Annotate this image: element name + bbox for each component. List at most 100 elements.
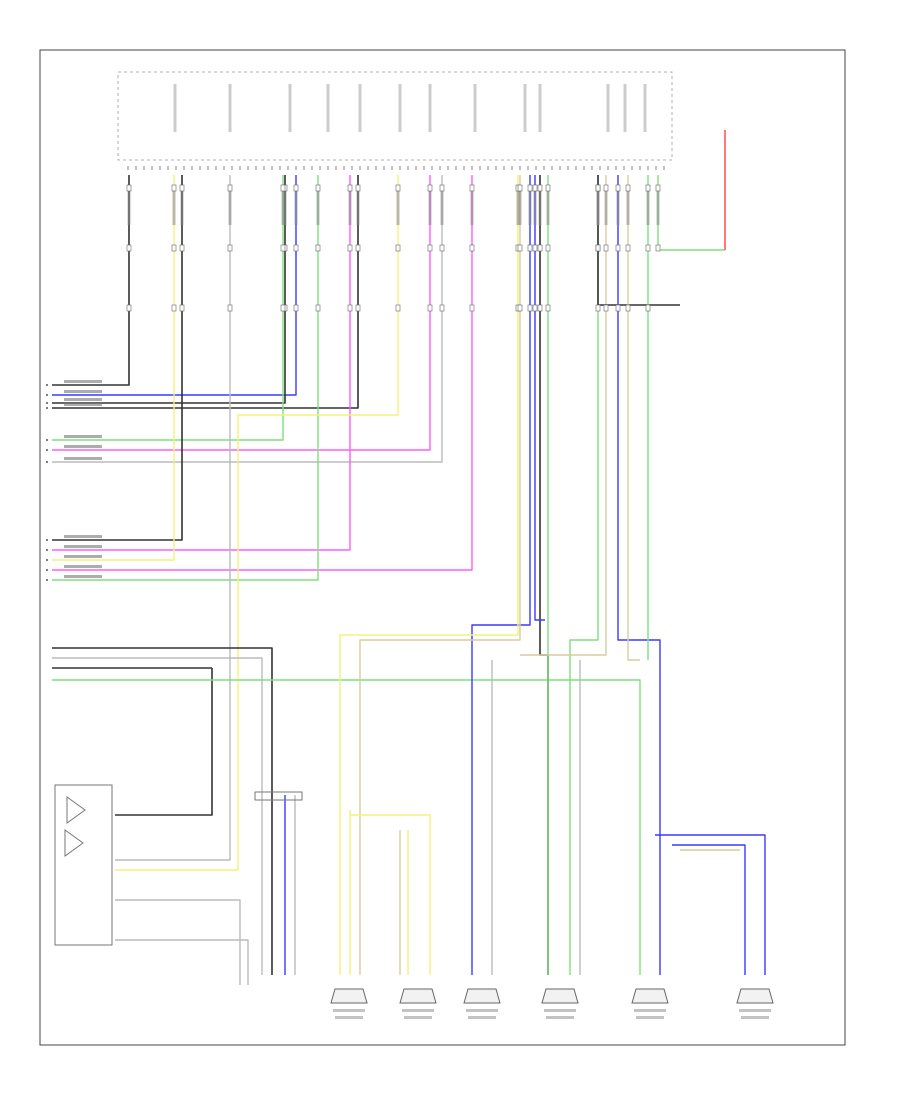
- inline-connector: [355, 184, 361, 192]
- wire-end-label-mark: [64, 380, 102, 383]
- inline-connector: [603, 304, 609, 312]
- inline-connector: [293, 304, 299, 312]
- speaker-label-mark: [335, 1016, 363, 1019]
- wire-black-4: [52, 175, 183, 541]
- inline-connector: [645, 304, 651, 312]
- inline-connector: [293, 184, 299, 192]
- pin-label-mark: [173, 84, 177, 132]
- wire-end-pin: [46, 394, 48, 396]
- wire-label-mark: [516, 185, 520, 225]
- wire-label-mark: [294, 185, 298, 225]
- wire-green-6: [657, 175, 725, 251]
- inline-connector: [545, 244, 551, 252]
- wire-blue-6: [655, 834, 766, 975]
- inline-connector: [347, 244, 353, 252]
- speaker-label-mark: [741, 1016, 769, 1019]
- speaker-label-mark: [544, 1009, 576, 1012]
- inline-connector: [439, 304, 445, 312]
- pin-label-mark: [428, 84, 432, 132]
- wire-end-label-mark: [64, 445, 102, 448]
- wire-label-mark: [646, 185, 650, 225]
- inline-connector: [625, 304, 631, 312]
- inline-connector: [179, 244, 185, 252]
- wire-end-label-mark: [64, 457, 102, 460]
- wire-end-pin: [46, 579, 48, 581]
- speaker-label-mark: [636, 1016, 664, 1019]
- speaker-1-icon: [330, 988, 368, 1004]
- inline-connector: [280, 244, 286, 252]
- inline-connector: [532, 184, 538, 192]
- inline-connector: [355, 244, 361, 252]
- inline-connector: [655, 184, 661, 192]
- wire-label-mark: [656, 185, 660, 225]
- wire-label-mark: [396, 185, 400, 225]
- speaker-label-mark: [404, 1016, 432, 1019]
- wire-end-label-mark: [64, 398, 102, 401]
- inline-connector: [527, 304, 533, 312]
- wire-label-mark: [596, 185, 600, 225]
- pin-label-mark: [473, 84, 477, 132]
- wire-tan-2: [520, 175, 607, 656]
- amplifier-triangle-icon: [64, 829, 84, 857]
- wire-label-mark: [533, 185, 537, 225]
- inline-connector: [595, 184, 601, 192]
- wire-blue-2: [471, 175, 531, 975]
- wire-label-mark: [283, 185, 287, 225]
- inline-connector: [645, 184, 651, 192]
- wire-end-pin: [46, 549, 48, 551]
- inline-connector: [537, 244, 543, 252]
- inline-connector: [517, 304, 523, 312]
- inline-connector: [347, 184, 353, 192]
- inline-connector: [126, 304, 132, 312]
- inline-connector: [179, 304, 185, 312]
- speaker-label-mark: [402, 1009, 434, 1012]
- inline-connector: [517, 244, 523, 252]
- wire-blue-3: [534, 175, 545, 621]
- speaker-label-mark: [468, 1016, 496, 1019]
- inline-connector: [595, 244, 601, 252]
- pin-label-mark: [398, 84, 402, 132]
- amplifier-triangle-icon: [66, 796, 86, 824]
- wire-grey-1: [52, 175, 443, 463]
- speaker-6-icon: [736, 988, 774, 1004]
- inline-connector: [171, 244, 177, 252]
- inline-connector: [545, 184, 551, 192]
- wire-end-pin: [46, 407, 48, 409]
- pin-label-mark: [288, 84, 292, 132]
- speaker-4-icon: [541, 988, 579, 1004]
- inline-connector: [537, 184, 543, 192]
- speaker-5-icon: [631, 988, 669, 1004]
- inline-connector: [179, 184, 185, 192]
- pin-label-mark: [606, 84, 610, 132]
- wire-end-label-mark: [64, 555, 102, 558]
- speaker-label-mark: [333, 1009, 365, 1012]
- inline-connector: [227, 184, 233, 192]
- inline-connector: [615, 304, 621, 312]
- inline-connector: [527, 244, 533, 252]
- inline-connector: [171, 304, 177, 312]
- wire-end-pin: [46, 461, 48, 463]
- wire-label-mark: [281, 185, 285, 225]
- wire-grey-3: [52, 657, 263, 975]
- wire-label-mark: [356, 185, 360, 225]
- wire-green-2: [52, 175, 319, 581]
- wire-tan-1: [359, 175, 521, 975]
- inline-connector: [227, 304, 233, 312]
- wire-label-mark: [538, 185, 542, 225]
- inline-connector: [395, 244, 401, 252]
- pin-label-mark: [643, 84, 647, 132]
- wire-magenta-1: [52, 175, 431, 451]
- wire-black-2: [52, 175, 286, 404]
- wire-label-mark: [228, 185, 232, 225]
- pin-label-mark: [523, 84, 527, 132]
- inline-connector: [439, 184, 445, 192]
- wire-blue-5: [672, 844, 746, 975]
- wire-label-mark: [440, 185, 444, 225]
- speaker-label-mark: [634, 1009, 666, 1012]
- inline-connector: [315, 304, 321, 312]
- inline-connector: [280, 304, 286, 312]
- inline-connector: [126, 184, 132, 192]
- wire-magenta-3: [52, 175, 473, 571]
- inline-connector: [655, 244, 661, 252]
